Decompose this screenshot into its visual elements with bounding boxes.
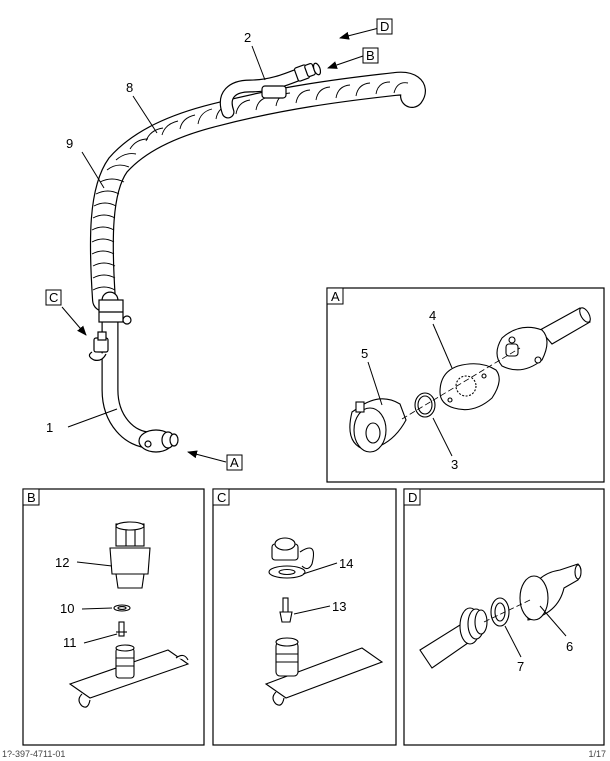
hose-assembly <box>88 62 426 453</box>
detail-c-label: C <box>217 490 226 505</box>
hose-sleeve <box>89 71 426 312</box>
detail-view-c: C <box>212 488 397 746</box>
detail-view-a: A <box>326 287 605 483</box>
view-flag-c <box>45 289 62 306</box>
callout-12: 12 <box>55 555 69 570</box>
callout-13: 13 <box>332 599 346 614</box>
view-flag-d-label: D <box>380 19 389 34</box>
callout-9: 9 <box>66 136 73 151</box>
callout-1: 1 <box>46 420 53 435</box>
callout-10: 10 <box>60 601 74 616</box>
view-flag-b <box>362 47 379 64</box>
callout-7: 7 <box>517 659 524 674</box>
hose-clamp <box>261 85 287 99</box>
detail-d-label: D <box>408 490 417 505</box>
callout-6: 6 <box>566 639 573 654</box>
valve-core-11 <box>118 621 125 637</box>
callout-4: 4 <box>429 308 436 323</box>
detail-view-b: B <box>22 488 205 746</box>
figure-id: 1?-397-4711-01 <box>2 749 66 759</box>
spiral-wrap <box>91 81 409 291</box>
callout-11: 11 <box>63 635 77 650</box>
side-fitting <box>88 331 109 361</box>
flange-fitting <box>138 429 179 453</box>
detail-view-d: D <box>403 488 605 746</box>
view-flag-a-label: A <box>230 455 239 470</box>
view-flag-c-label: C <box>49 290 58 305</box>
callout-8: 8 <box>126 80 133 95</box>
mount-plate-c <box>264 647 384 699</box>
view-flag-d <box>376 18 393 35</box>
main-callouts <box>61 27 380 463</box>
detail-b-label: B <box>27 490 36 505</box>
hose-ferrule <box>98 299 124 323</box>
view-flag-b-label: B <box>366 48 375 63</box>
callout-14: 14 <box>339 556 353 571</box>
fitting-top <box>293 62 322 82</box>
detail-a-label: A <box>331 289 340 304</box>
page-ref: 1/17 <box>588 749 606 759</box>
callout-3: 3 <box>451 457 458 472</box>
view-flag-a <box>226 454 243 471</box>
callout-5: 5 <box>361 346 368 361</box>
callout-2: 2 <box>244 30 251 45</box>
